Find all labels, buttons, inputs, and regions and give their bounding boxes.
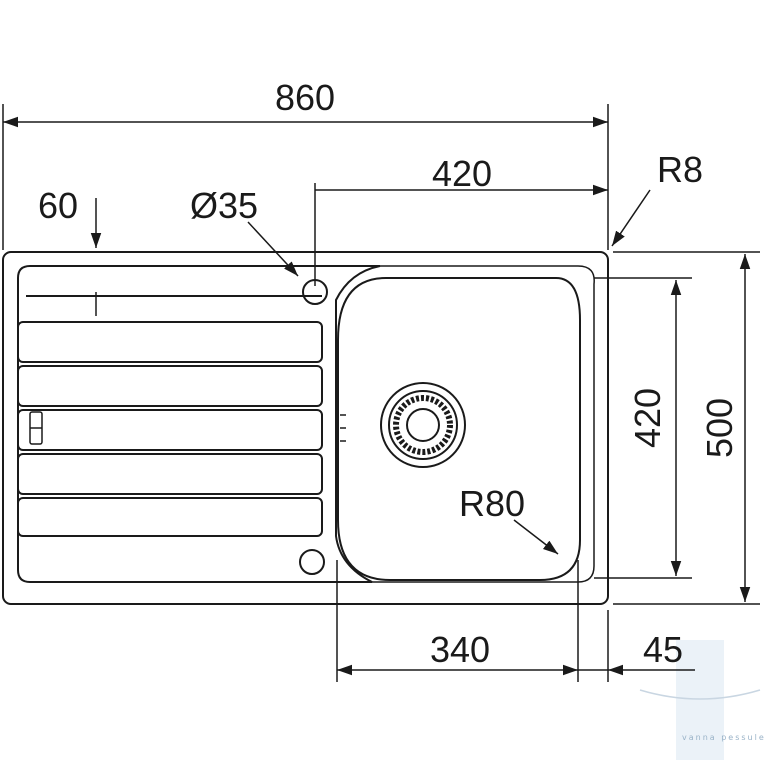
dim-tap-hole: Ø35 [190, 185, 258, 226]
dim-bowl-corner-radius: R80 [459, 483, 525, 524]
drainer-ribs [17, 295, 323, 537]
dim-corner-radius: R8 [657, 149, 703, 190]
tap-hole-primary [302, 279, 328, 305]
waste-strainer [380, 382, 466, 468]
dim-overall-width: 860 [275, 77, 335, 118]
sink-outline [2, 251, 609, 605]
dim-overall-depth: 500 [699, 398, 740, 458]
dim-drainer-depth: 60 [38, 185, 78, 226]
dim-edge-margin: 45 [643, 629, 683, 670]
overflow-slots [340, 414, 346, 442]
dim-bowl-width: 340 [430, 629, 490, 670]
extension-lines [2, 104, 760, 682]
watermark-text: vanna pessule [682, 733, 766, 742]
dim-bowl-depth: 420 [627, 388, 668, 448]
dim-bowl-offset: 420 [432, 153, 492, 194]
watermark-logo: vanna pessule [639, 640, 766, 760]
tap-hole-secondary [299, 549, 325, 575]
